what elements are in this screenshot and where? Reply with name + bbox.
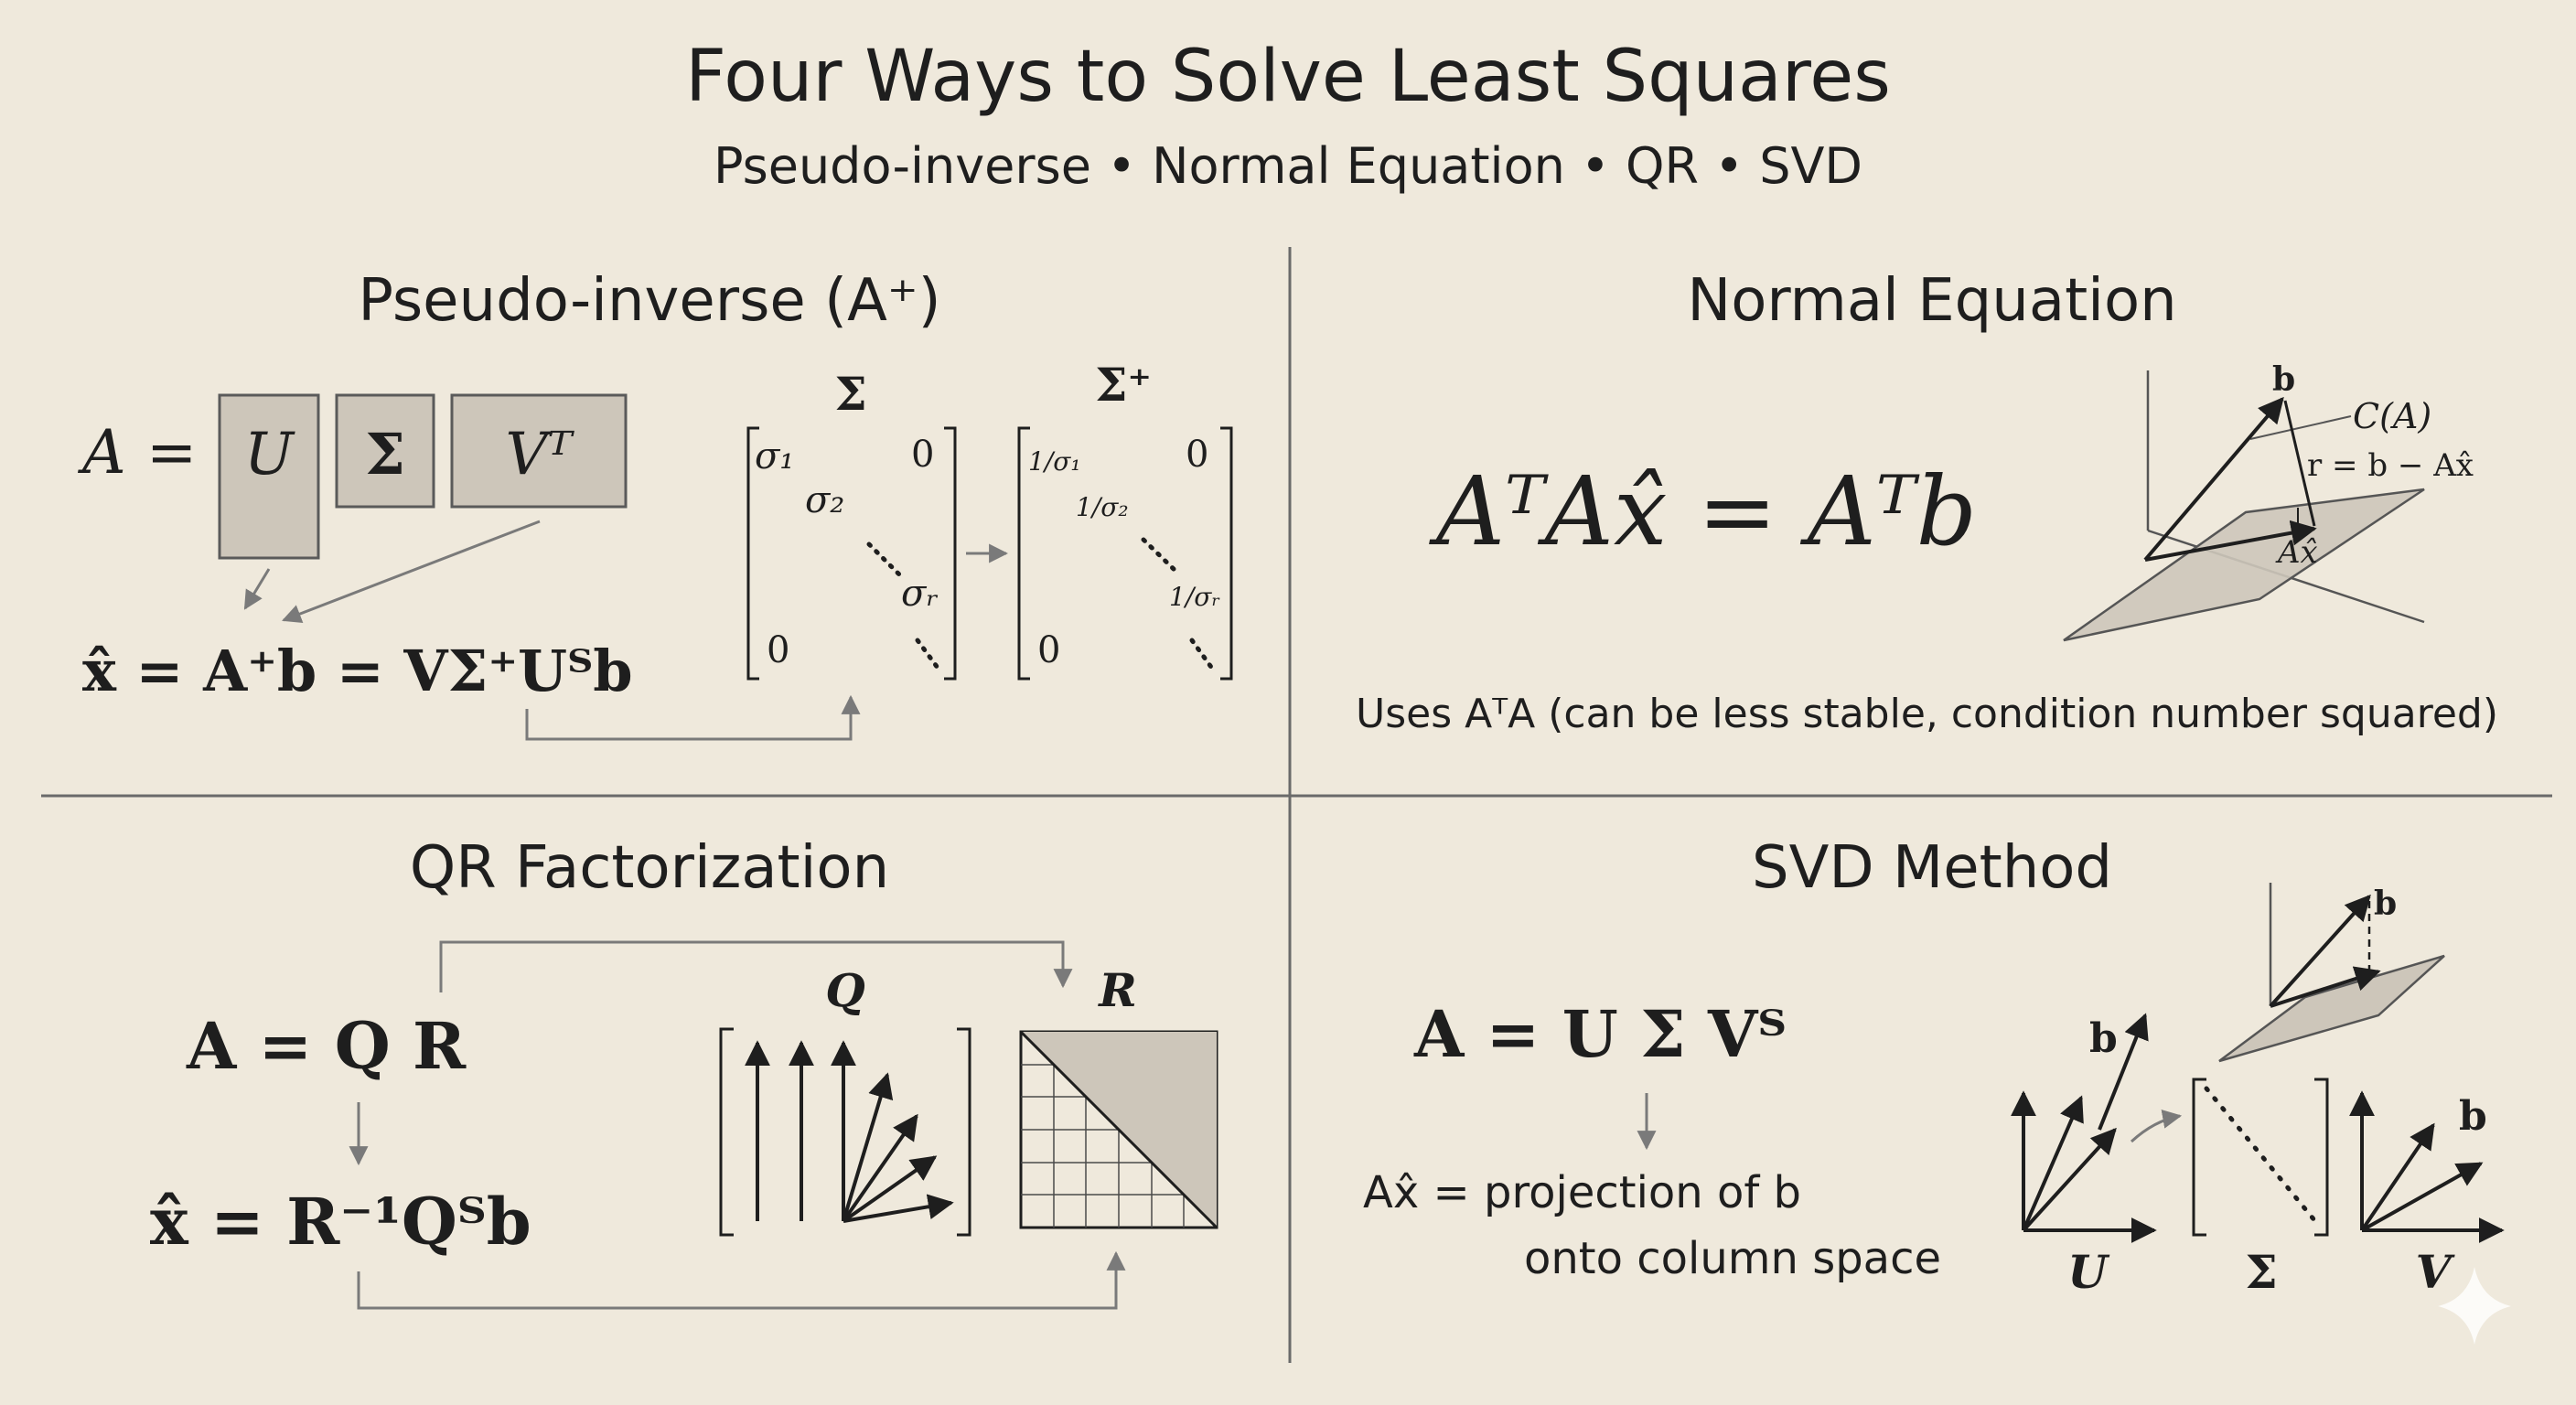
- arrow-A-to-R: [439, 940, 1073, 992]
- sigma-matrix-box: [335, 393, 435, 509]
- svd-proj-Ax: [2270, 966, 2381, 1008]
- U-matrix-label: U: [244, 421, 295, 488]
- qr-equation: A = Q R: [186, 1008, 467, 1084]
- vector-b: [2143, 396, 2284, 562]
- sigmaplus-zero-bottom: 0: [1037, 629, 1060, 671]
- svd-panel: SVD Method A = U Σ Vᵀ Ax̂ = projection o…: [1363, 834, 2505, 1299]
- svd-b-label: b: [2089, 1015, 2118, 1062]
- sigma-r: σᵣ: [901, 573, 939, 615]
- pseudo-inverse-panel: Pseudo-inverse (A⁺) A = U Σ Vᵀ x̂ = A⁺b …: [77, 267, 1233, 741]
- sigma-matrix-label: Σ: [365, 421, 405, 488]
- qr-panel: QR Factorization A = Q R x̂ = R⁻¹Qᵀb Q R: [150, 834, 1218, 1310]
- svd-line-1: Ax̂ = projection of b: [1363, 1167, 1801, 1218]
- sigma-2: σ₂: [805, 479, 844, 521]
- Q-fan-2: [842, 1113, 918, 1223]
- sigma-matrix-title: Σ: [834, 367, 866, 421]
- svd-proj-b-label: b: [2374, 885, 2397, 923]
- sigma-left-bracket: [746, 426, 759, 681]
- sigmaplus-zero-top: 0: [1186, 434, 1208, 476]
- U-matrix-box: [218, 393, 320, 560]
- U-label: U: [2067, 1245, 2110, 1299]
- normal-note: Uses AᵀA (can be less stable, condition …: [1356, 691, 2498, 737]
- sigma-tail-dots: [915, 638, 940, 670]
- R-matrix-label: R: [1097, 963, 1137, 1017]
- vector-Ax: [2144, 520, 2317, 562]
- svd-sigma-diagonal: [2204, 1086, 2322, 1228]
- sigma-zero-top: 0: [911, 434, 934, 476]
- sigmaplus-1: 1/σ₁: [1028, 446, 1081, 477]
- sigmaplus-tail-dots: [1189, 638, 1216, 672]
- sigmaplus-r: 1/σᵣ: [1169, 582, 1220, 612]
- page-subtitle: Pseudo-inverse • Normal Equation • QR • …: [714, 137, 1862, 195]
- Q-fan-1: [842, 1072, 894, 1222]
- svd-sigma-left-bracket: [2192, 1078, 2206, 1237]
- Q-left-bracket: [719, 1027, 734, 1237]
- normal-heading: Normal Equation: [1687, 267, 2176, 335]
- page-title: Four Ways to Solve Least Squares: [685, 36, 1891, 118]
- sigmaplus-diag-dots: [1141, 537, 1179, 574]
- pseudo-equals: =: [146, 417, 197, 488]
- VT-matrix-box: [450, 393, 628, 509]
- svd-line-2: onto column space: [1524, 1233, 1941, 1284]
- sparkle-icon: [2438, 1267, 2511, 1345]
- R-triangular-matrix: [1019, 1030, 1218, 1229]
- sigmaplus-left-bracket: [1017, 426, 1030, 681]
- column-space-label: C(A): [2353, 396, 2431, 436]
- vector-b-label: b: [2272, 360, 2295, 399]
- qr-solution: x̂ = R⁻¹Qᵀb: [150, 1184, 531, 1260]
- sigma-diag-dots: [866, 542, 904, 579]
- normal-equation-panel: Normal Equation AᵀAx̂ = Aᵀb C(A) b r = b…: [1356, 267, 2498, 737]
- plane-label-line: [2249, 415, 2352, 440]
- pseudo-solution: x̂ = A⁺b = VΣ⁺Uᵀb: [82, 638, 633, 704]
- svd-proj-plane: [2218, 954, 2445, 1063]
- V-b-label: b: [2459, 1093, 2487, 1140]
- U-axes: [2011, 1090, 2157, 1243]
- Q-matrix-label: Q: [825, 963, 865, 1017]
- Ax-label: Ax̂: [2275, 534, 2318, 571]
- sigmaplus-right-bracket: [1220, 426, 1233, 681]
- arrow-VT-to-solution: [282, 520, 541, 623]
- arrow-solution-to-sigma: [525, 694, 861, 741]
- sigma-plus-title: Σ⁺: [1095, 358, 1152, 412]
- residual-label: r = b − Ax̂: [2307, 447, 2474, 484]
- VT-matrix-label: Vᵀ: [505, 421, 574, 488]
- pseudo-heading: Pseudo-inverse (A⁺): [358, 267, 940, 335]
- normal-equation: AᵀAx̂ = Aᵀb: [1429, 456, 1977, 567]
- V-axes: [2349, 1090, 2505, 1243]
- arrow-U-to-sigma: [2130, 1109, 2183, 1143]
- sigma-zero-bottom: 0: [767, 629, 789, 671]
- sigmaplus-2: 1/σ₂: [1076, 492, 1129, 522]
- svd-b-arrow: [2098, 1013, 2149, 1131]
- svd-sigma-right-bracket: [2314, 1078, 2329, 1237]
- svd-proj-b: [2269, 894, 2371, 1008]
- pseudo-A-label: A: [77, 417, 126, 488]
- sigma-right-bracket: [944, 426, 957, 681]
- residual-vector: [2283, 400, 2316, 527]
- Q-fan-4: [843, 1194, 954, 1223]
- svd-heading: SVD Method: [1752, 834, 2112, 902]
- Q-right-bracket: [957, 1027, 971, 1237]
- Q-fan-3: [842, 1155, 938, 1223]
- svd-equation: A = U Σ Vᵀ: [1413, 996, 1787, 1072]
- V-label: V: [2416, 1245, 2456, 1299]
- arrow-solution-to-R: [357, 1250, 1126, 1310]
- sigma-1: σ₁: [755, 435, 794, 477]
- column-space-plane: [2063, 488, 2425, 642]
- qr-heading: QR Factorization: [410, 834, 889, 902]
- svd-sigma-label: Σ: [2245, 1245, 2277, 1299]
- arrow-U-to-solution: [243, 568, 271, 610]
